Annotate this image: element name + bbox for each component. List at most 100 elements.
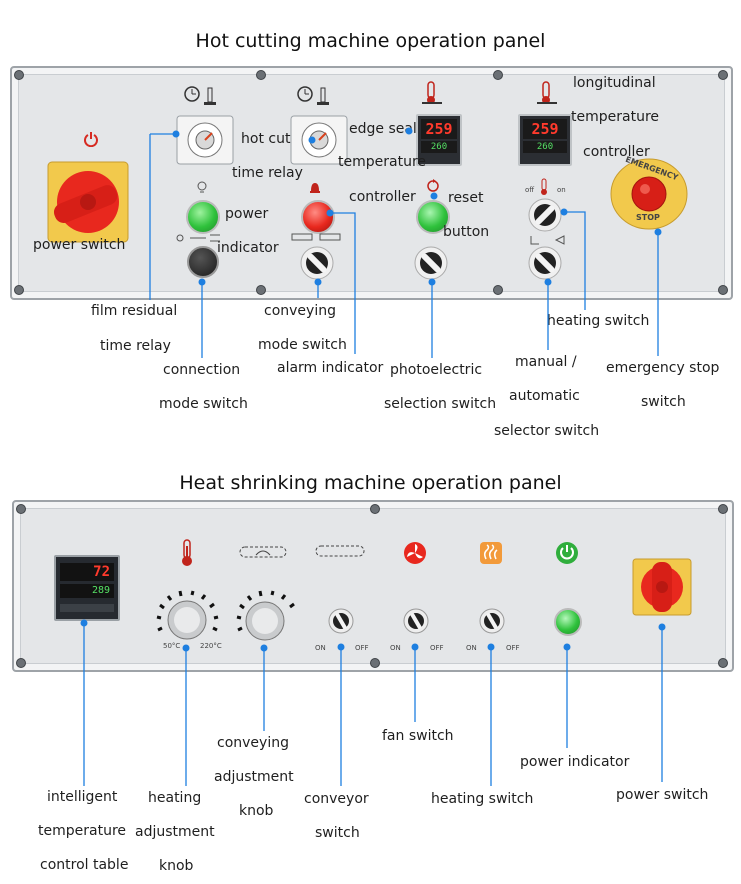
dial-max-label: 220°C	[200, 642, 222, 650]
screw	[16, 658, 26, 668]
fan-on-label: ON	[390, 644, 401, 652]
label-controller: controller	[349, 189, 416, 205]
bulb-icon	[197, 181, 207, 193]
manual-auto-icon	[530, 235, 565, 245]
label-photoelectric: photoelectric	[390, 362, 483, 378]
label-reset: reset	[448, 190, 484, 206]
connection-mode-switch[interactable]	[187, 246, 219, 278]
timer-clock-icon	[297, 86, 329, 105]
label-switch: switch	[641, 394, 686, 410]
reset-button[interactable]	[416, 200, 450, 234]
control-table-buttons	[60, 604, 114, 612]
screw	[256, 70, 266, 80]
conveyor-chain-icon	[315, 545, 365, 557]
dial-min-label: 50°C	[163, 642, 181, 650]
controller-sv-display: 260	[421, 141, 457, 153]
label-automatic: automatic	[509, 388, 580, 404]
power-symbol-icon	[84, 132, 98, 147]
screw	[718, 658, 728, 668]
conveyor-speed-icon	[239, 546, 287, 558]
controller-pv-display: 259	[523, 119, 567, 139]
timer-clock-icon	[184, 86, 216, 105]
conveying-mode-switch[interactable]	[300, 246, 334, 280]
screw	[370, 658, 380, 668]
heat-shrinking-panel	[12, 500, 734, 672]
label-alarm-indicator: alarm indicator	[277, 360, 384, 376]
label-mode-switch: mode switch	[159, 396, 248, 412]
label-adjustment: adjustment	[135, 824, 215, 840]
label-edge-seal: edge seal	[349, 121, 417, 137]
label-control-table: control table	[40, 857, 129, 873]
screw	[14, 285, 24, 295]
reset-icon	[427, 179, 439, 192]
label-fan-switch: fan switch	[382, 728, 454, 744]
screw	[493, 285, 503, 295]
heating-switch-on-label: on	[557, 186, 566, 194]
heating-switch[interactable]	[528, 198, 562, 232]
edge-seal-temperature-controller[interactable]: 259 260	[416, 114, 462, 166]
label-film-residual: film residual	[91, 303, 178, 319]
mode-arrows-icon	[176, 234, 220, 242]
hot-cut-time-relay[interactable]	[176, 115, 234, 165]
label-time-relay: time relay	[232, 165, 303, 181]
manual-automatic-selector-switch[interactable]	[528, 246, 562, 280]
screw	[16, 504, 26, 514]
emergency-stop-button[interactable]	[608, 156, 690, 232]
label-power-switch-b: power switch	[616, 787, 709, 803]
power-indicator-light	[554, 608, 582, 636]
power-rotary-switch[interactable]	[632, 558, 692, 616]
label-emergency-stop: emergency stop	[606, 360, 720, 376]
longitudinal-temperature-controller[interactable]: 259 260	[518, 114, 572, 166]
label-switch-b: switch	[315, 825, 360, 841]
label-power-switch: power switch	[33, 237, 126, 253]
power-indicator-light	[186, 200, 220, 234]
film-residual-time-relay[interactable]	[290, 115, 348, 165]
fan-icon	[404, 542, 426, 564]
heating-adjustment-knob[interactable]	[156, 590, 220, 650]
label-hot-cut: hot cut	[241, 131, 291, 147]
screw	[256, 285, 266, 295]
screw	[14, 70, 24, 80]
photoelectric-selection-switch[interactable]	[414, 246, 448, 280]
conveyor-on-label: ON	[315, 644, 326, 652]
heating-icon	[480, 542, 502, 564]
label-indicator: indicator	[217, 240, 279, 256]
power-rotary-switch[interactable]	[46, 160, 130, 244]
bottom-panel-title: Heat shrinking machine operation panel	[179, 472, 562, 494]
fan-switch[interactable]	[403, 608, 429, 634]
control-table-pv-display: 72	[60, 563, 114, 581]
heating-switch[interactable]	[479, 608, 505, 634]
label-conveying: conveying	[264, 303, 336, 319]
heating-off-label: OFF	[506, 644, 520, 652]
screw	[370, 504, 380, 514]
estop-bottom-label: STOP	[636, 213, 660, 222]
conveyor-off-label: OFF	[355, 644, 369, 652]
controller-sv-display: 260	[523, 141, 567, 153]
label-controller-2: controller	[583, 144, 650, 160]
label-power: power	[225, 206, 269, 222]
label-adjustment-2: adjustment	[214, 769, 294, 785]
alarm-bell-icon	[310, 183, 320, 193]
label-mode-switch-2: mode switch	[258, 337, 347, 353]
screw	[718, 285, 728, 295]
screw	[493, 70, 503, 80]
thermometer-icon	[422, 81, 442, 104]
label-heating-switch-b: heating switch	[431, 791, 534, 807]
controller-pv-display: 259	[421, 119, 457, 139]
conveying-adjustment-knob[interactable]	[236, 590, 296, 650]
conveyor-switch[interactable]	[328, 608, 354, 634]
label-conveyor: conveyor	[304, 791, 369, 807]
top-panel-title: Hot cutting machine operation panel	[195, 30, 546, 52]
conveyor-mode-icon	[291, 233, 341, 241]
intelligent-temperature-control-table[interactable]: 72 289	[54, 555, 120, 621]
thermometer-icon	[182, 539, 192, 566]
heating-on-label: ON	[466, 644, 477, 652]
screw	[718, 70, 728, 80]
heating-switch-off-label: off	[525, 186, 535, 194]
label-connection: connection	[163, 362, 241, 378]
label-manual: manual /	[515, 354, 577, 370]
label-knob: knob	[159, 858, 194, 874]
label-intelligent: intelligent	[47, 789, 118, 805]
label-selector-switch: selector switch	[494, 423, 600, 439]
